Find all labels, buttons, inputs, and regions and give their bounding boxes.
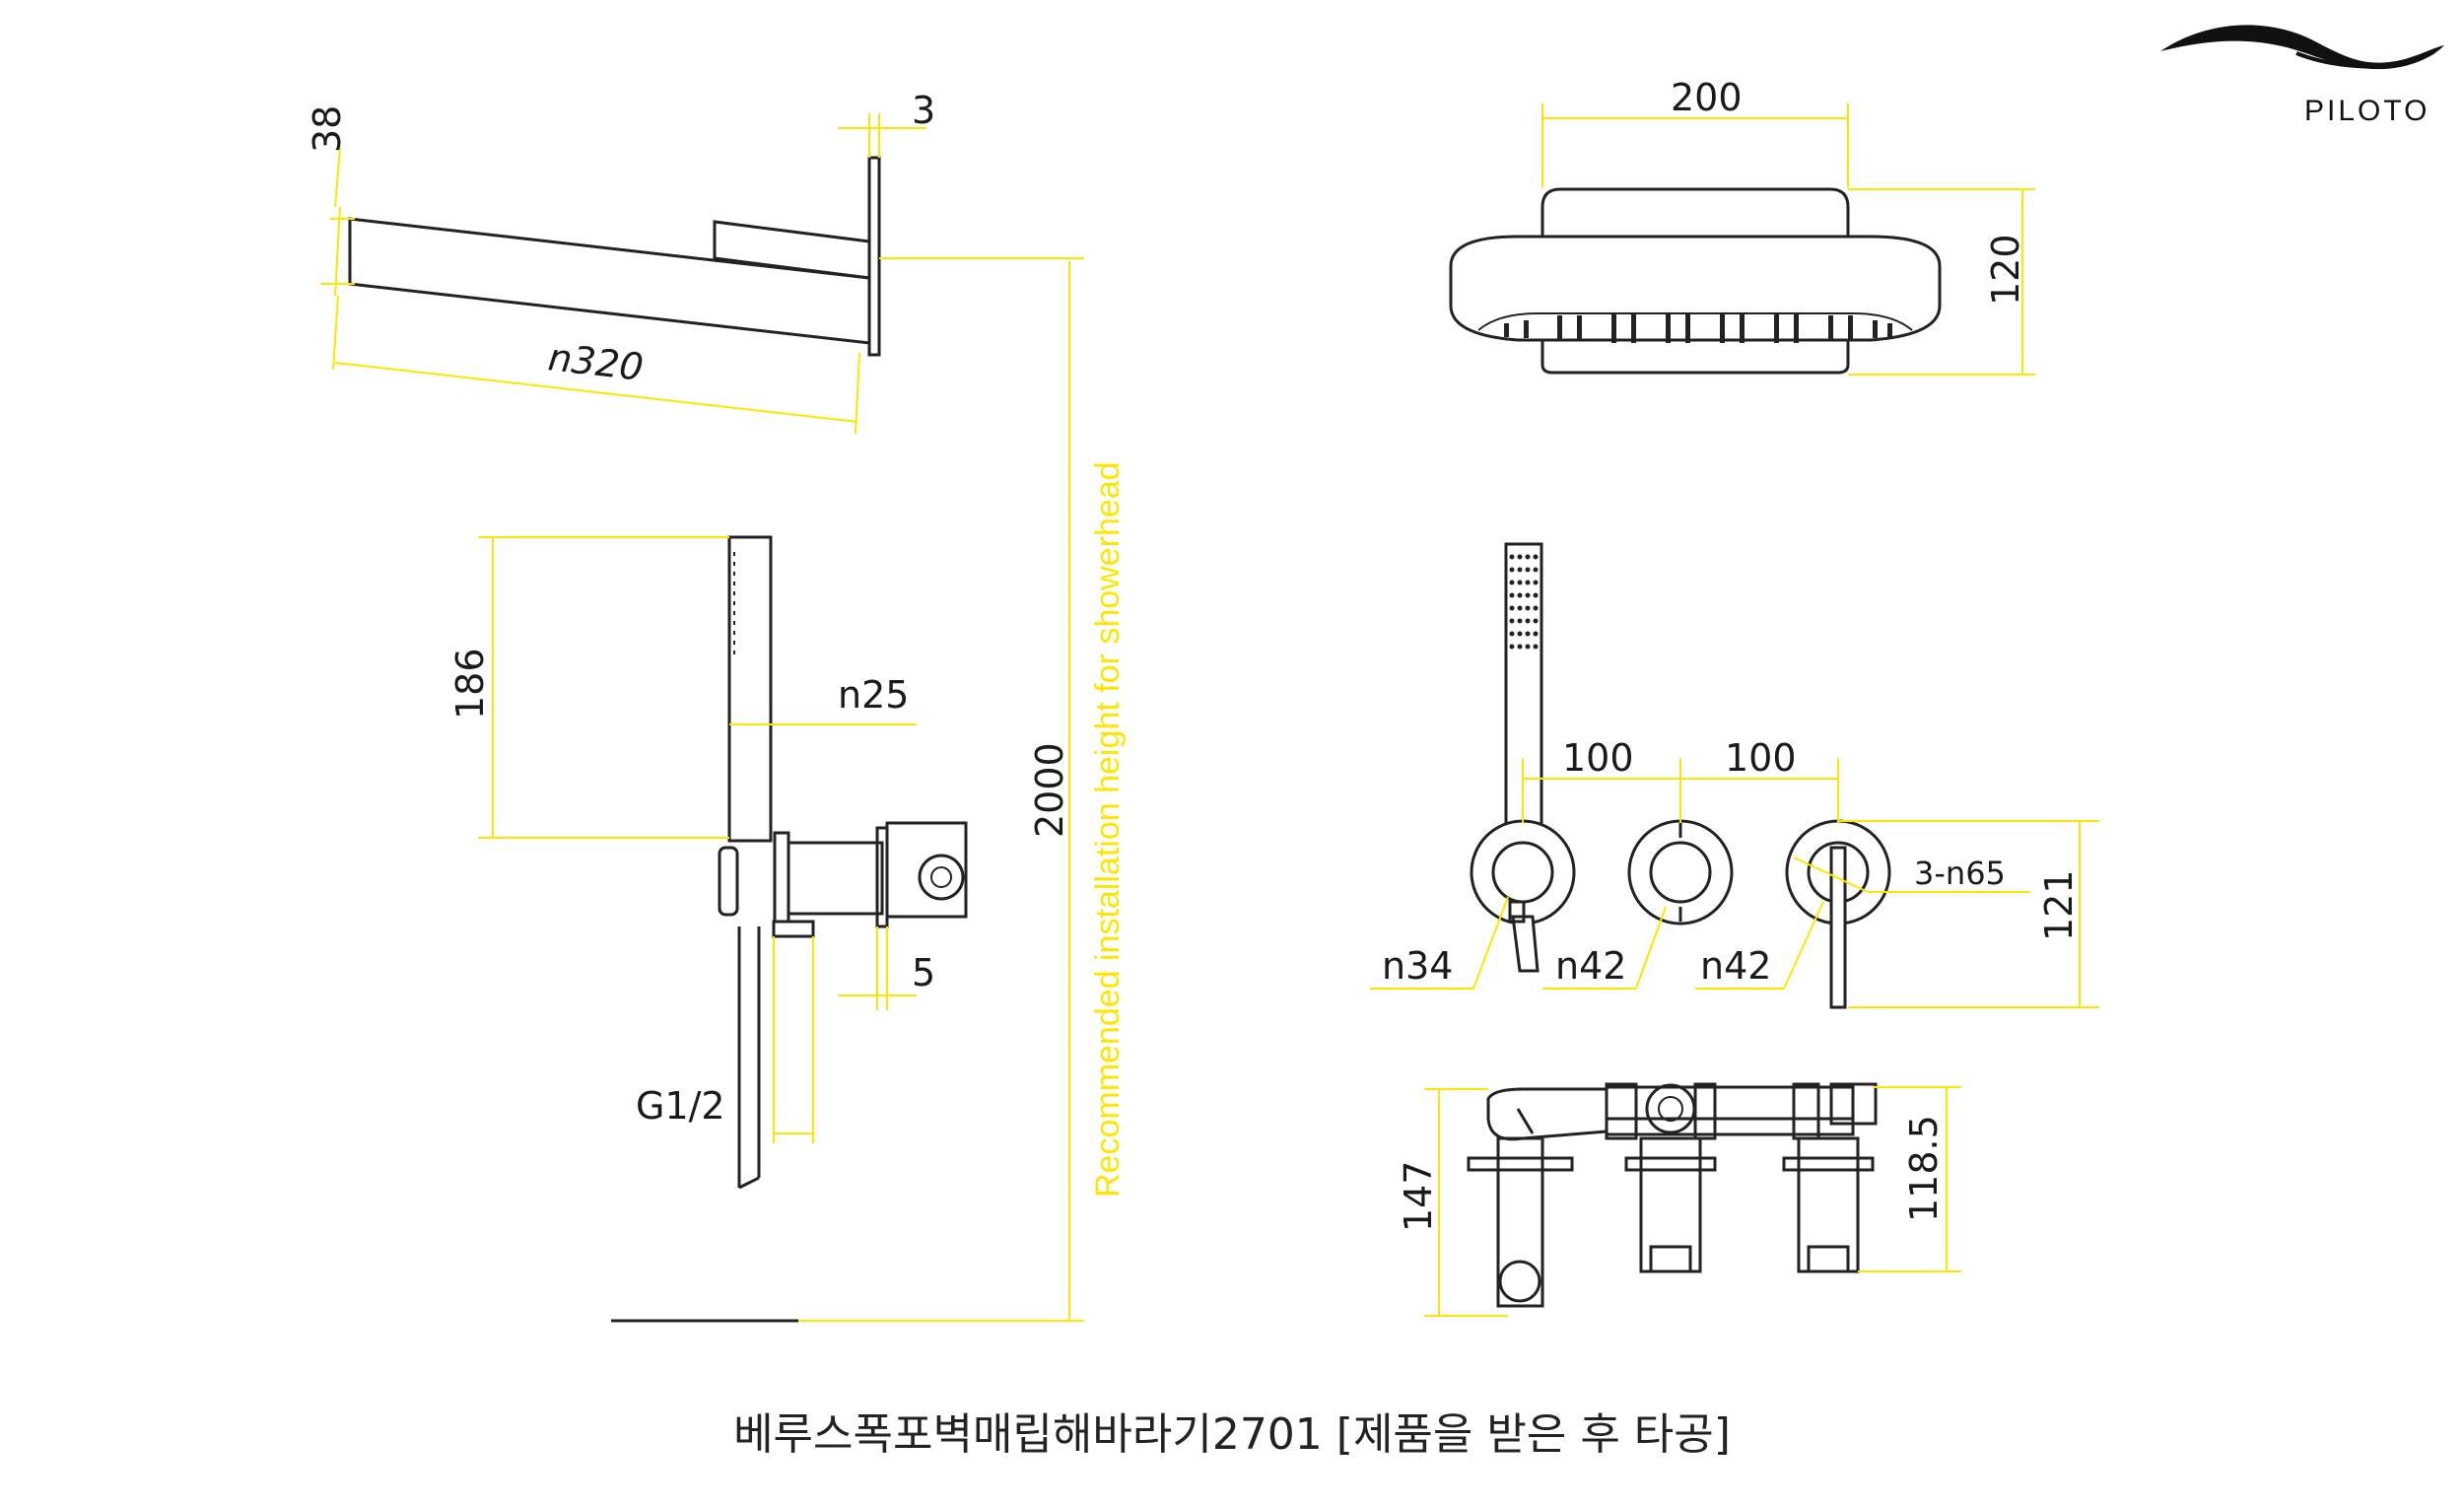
dim-outlet-thread: G1/2 (636, 1084, 725, 1128)
handshower-spray-dots (1509, 554, 1539, 650)
dim-head-width: 200 (1671, 76, 1743, 119)
dim-valve-spacing-1: 100 (1562, 736, 1634, 780)
dim-valve-spacing-2: 100 (1725, 736, 1797, 780)
dim-handle-diameter-1: n42 (1555, 944, 1626, 988)
shower-arm-drawing (320, 113, 1084, 435)
dim-outlet-offset: 5 (912, 951, 935, 994)
spray-nozzles (1504, 313, 1892, 343)
valve-body-drawing (1424, 1082, 1961, 1317)
dim-plate-diameter: 3-n65 (1914, 855, 2006, 892)
dim-body-height: 118.5 (1902, 1115, 1946, 1222)
dim-head-height: 120 (1984, 234, 2027, 306)
handshower-side-drawing (478, 261, 1084, 1323)
dim-handshower-diameter: n25 (838, 673, 909, 717)
dim-body-depth: 147 (1397, 1160, 1440, 1232)
shower-head-drawing (1449, 103, 2035, 376)
dim-install-height: 2000 (1028, 742, 1071, 838)
product-caption: 베루스폭포벽매립해바라기2701 [제품을 받은 후 타공] (733, 1409, 1731, 1460)
dim-handshower-length: 186 (448, 648, 492, 720)
dim-handle-diameter-2: n42 (1700, 944, 1771, 988)
valve-front-drawing (1370, 542, 2099, 1009)
wave-logo-icon (2160, 25, 2444, 70)
dim-diverter-diameter: n34 (1382, 944, 1453, 988)
wave-logo-icon (2295, 49, 2436, 69)
dim-plate-height: 121 (2037, 869, 2081, 941)
brand-name: PILOTO (2304, 95, 2430, 127)
dim-arm-length: n320 (546, 335, 646, 389)
install-height-note: Recommended installation height for show… (1089, 461, 1127, 1198)
dim-arm-thickness: 38 (306, 105, 349, 153)
dim-wall-plate: 3 (912, 89, 935, 132)
brand-logo: PILOTO (2160, 25, 2444, 127)
